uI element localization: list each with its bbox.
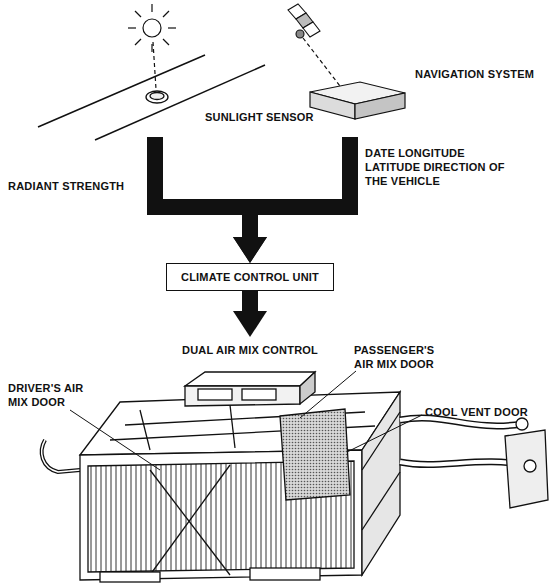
part-label: COOL VENT DOOR	[425, 405, 528, 419]
arrow-head	[233, 237, 267, 263]
part-label: DRIVER'S AIR MIX DOOR	[8, 381, 86, 409]
sun-icon	[128, 4, 176, 52]
arrow-head	[233, 311, 267, 337]
navigation-group: NAVIGATION SYSTEM	[300, 5, 540, 145]
thick-arrow	[233, 291, 267, 337]
sensor-group: SUNLIGHT SENSOR	[35, 5, 300, 145]
signal-label: RADIANT STRENGTH	[8, 179, 143, 193]
arrow-shaft	[155, 145, 250, 237]
thick-arrow	[233, 145, 350, 263]
part-label: SUNLIGHT SENSOR	[205, 110, 314, 124]
part-label: PASSENGER'S AIR MIX DOOR	[354, 343, 454, 371]
sunlight-sensor-icon	[146, 91, 168, 103]
box-label: CLIMATE CONTROL UNIT	[181, 270, 319, 284]
satellite-signal	[303, 38, 340, 86]
arrow-shaft	[250, 145, 350, 237]
signal-label: DATE LONGITUDE LATITUDE DIRECTION OF THE…	[365, 146, 505, 188]
heading-label: DUAL AIR MIX CONTROL	[182, 343, 318, 357]
part-label: NAVIGATION SYSTEM	[415, 67, 534, 81]
dashboard-panel	[38, 55, 265, 140]
arrow-head	[233, 237, 267, 263]
hvac-unit-illustration	[42, 372, 548, 582]
hvac-unit: DUAL AIR MIX CONTROL	[35, 337, 550, 583]
satellite-icon	[288, 4, 320, 38]
arrow-shaft	[242, 291, 258, 311]
navigation-unit-icon	[310, 82, 405, 119]
sunlight-ray	[153, 42, 156, 89]
leader-line	[70, 371, 422, 470]
control-unit-box: CLIMATE CONTROL UNIT	[166, 263, 334, 291]
